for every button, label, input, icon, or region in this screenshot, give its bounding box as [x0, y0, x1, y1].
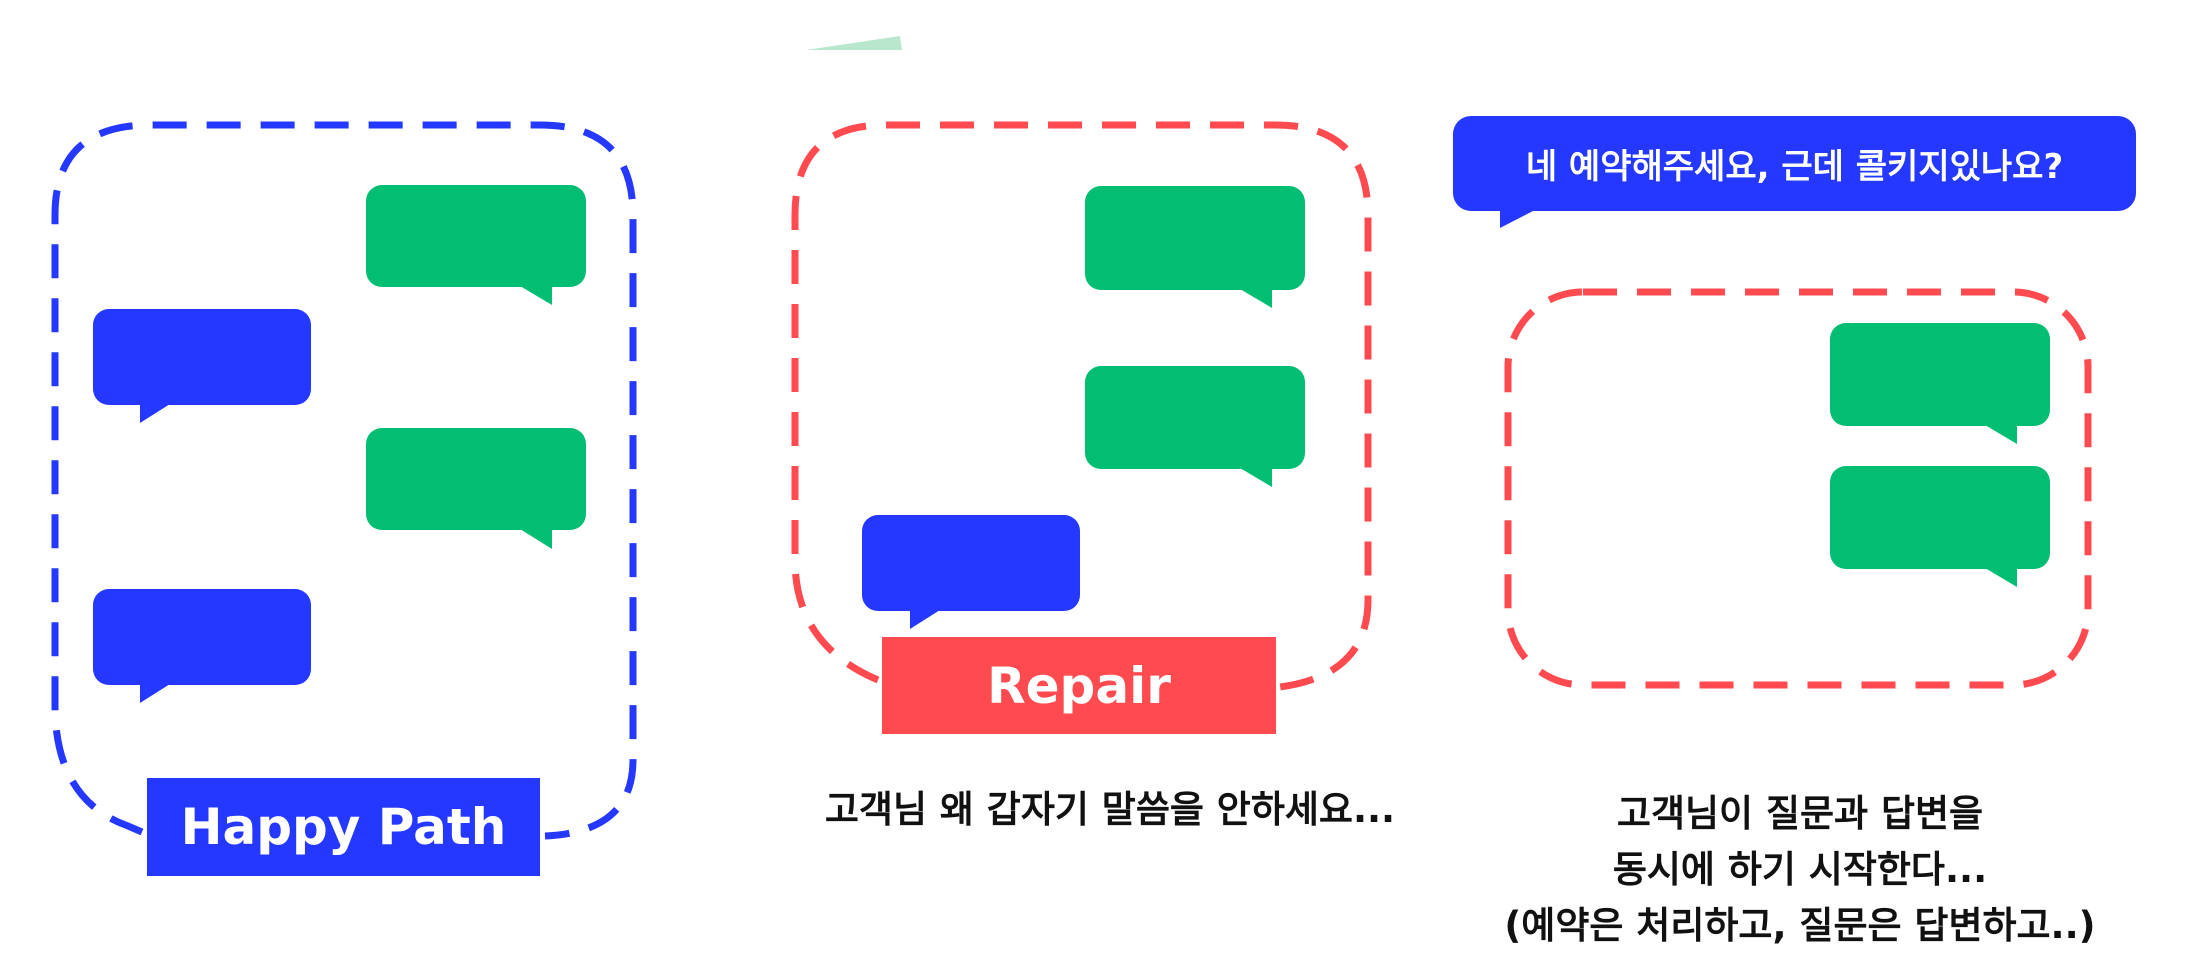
simultaneous-caption-line-2: 동시에 하기 시작한다...: [1612, 848, 1988, 891]
happy-path-bubble-1: [366, 185, 586, 305]
happy-path-label: Happy Path: [180, 798, 507, 856]
simultaneous-caption-line-1: 고객님이 질문과 답변을: [1616, 792, 1984, 835]
question-bubble: [1453, 116, 2136, 228]
repair-bubble-3: [862, 515, 1080, 629]
repair-bubble-1: [1085, 186, 1305, 308]
happy-path-dashed-border: [51, 121, 637, 840]
simultaneous-caption: 고객님이 질문과 답변을 동시에 하기 시작한다... (예약은 처리하고, 질…: [1420, 786, 2180, 954]
repair-caption: 고객님 왜 갑자기 말씀을 안하세요...: [824, 788, 1396, 831]
simultaneous-dashed-border: [1504, 288, 2092, 689]
decorative-triangle: [806, 36, 902, 50]
happy-path-bubble-2: [93, 309, 311, 423]
simultaneous-bubble-1: [1830, 323, 2050, 444]
simultaneous-bubble-2: [1830, 466, 2050, 587]
happy-path-bubble-3: [366, 428, 586, 549]
repair-label-box: [882, 637, 1276, 734]
repair-dashed-border: [791, 121, 1372, 691]
simultaneous-caption-line-3: (예약은 처리하고, 질문은 답변하고..): [1504, 904, 2096, 947]
happy-path-label-box: [147, 778, 540, 876]
repair-bubble-2: [1085, 366, 1305, 487]
repair-label: Repair: [987, 656, 1171, 715]
happy-path-bubble-4: [93, 589, 311, 703]
question-bubble-text: 네 예약해주세요, 근데 콜키지있나요?: [1525, 147, 2064, 187]
